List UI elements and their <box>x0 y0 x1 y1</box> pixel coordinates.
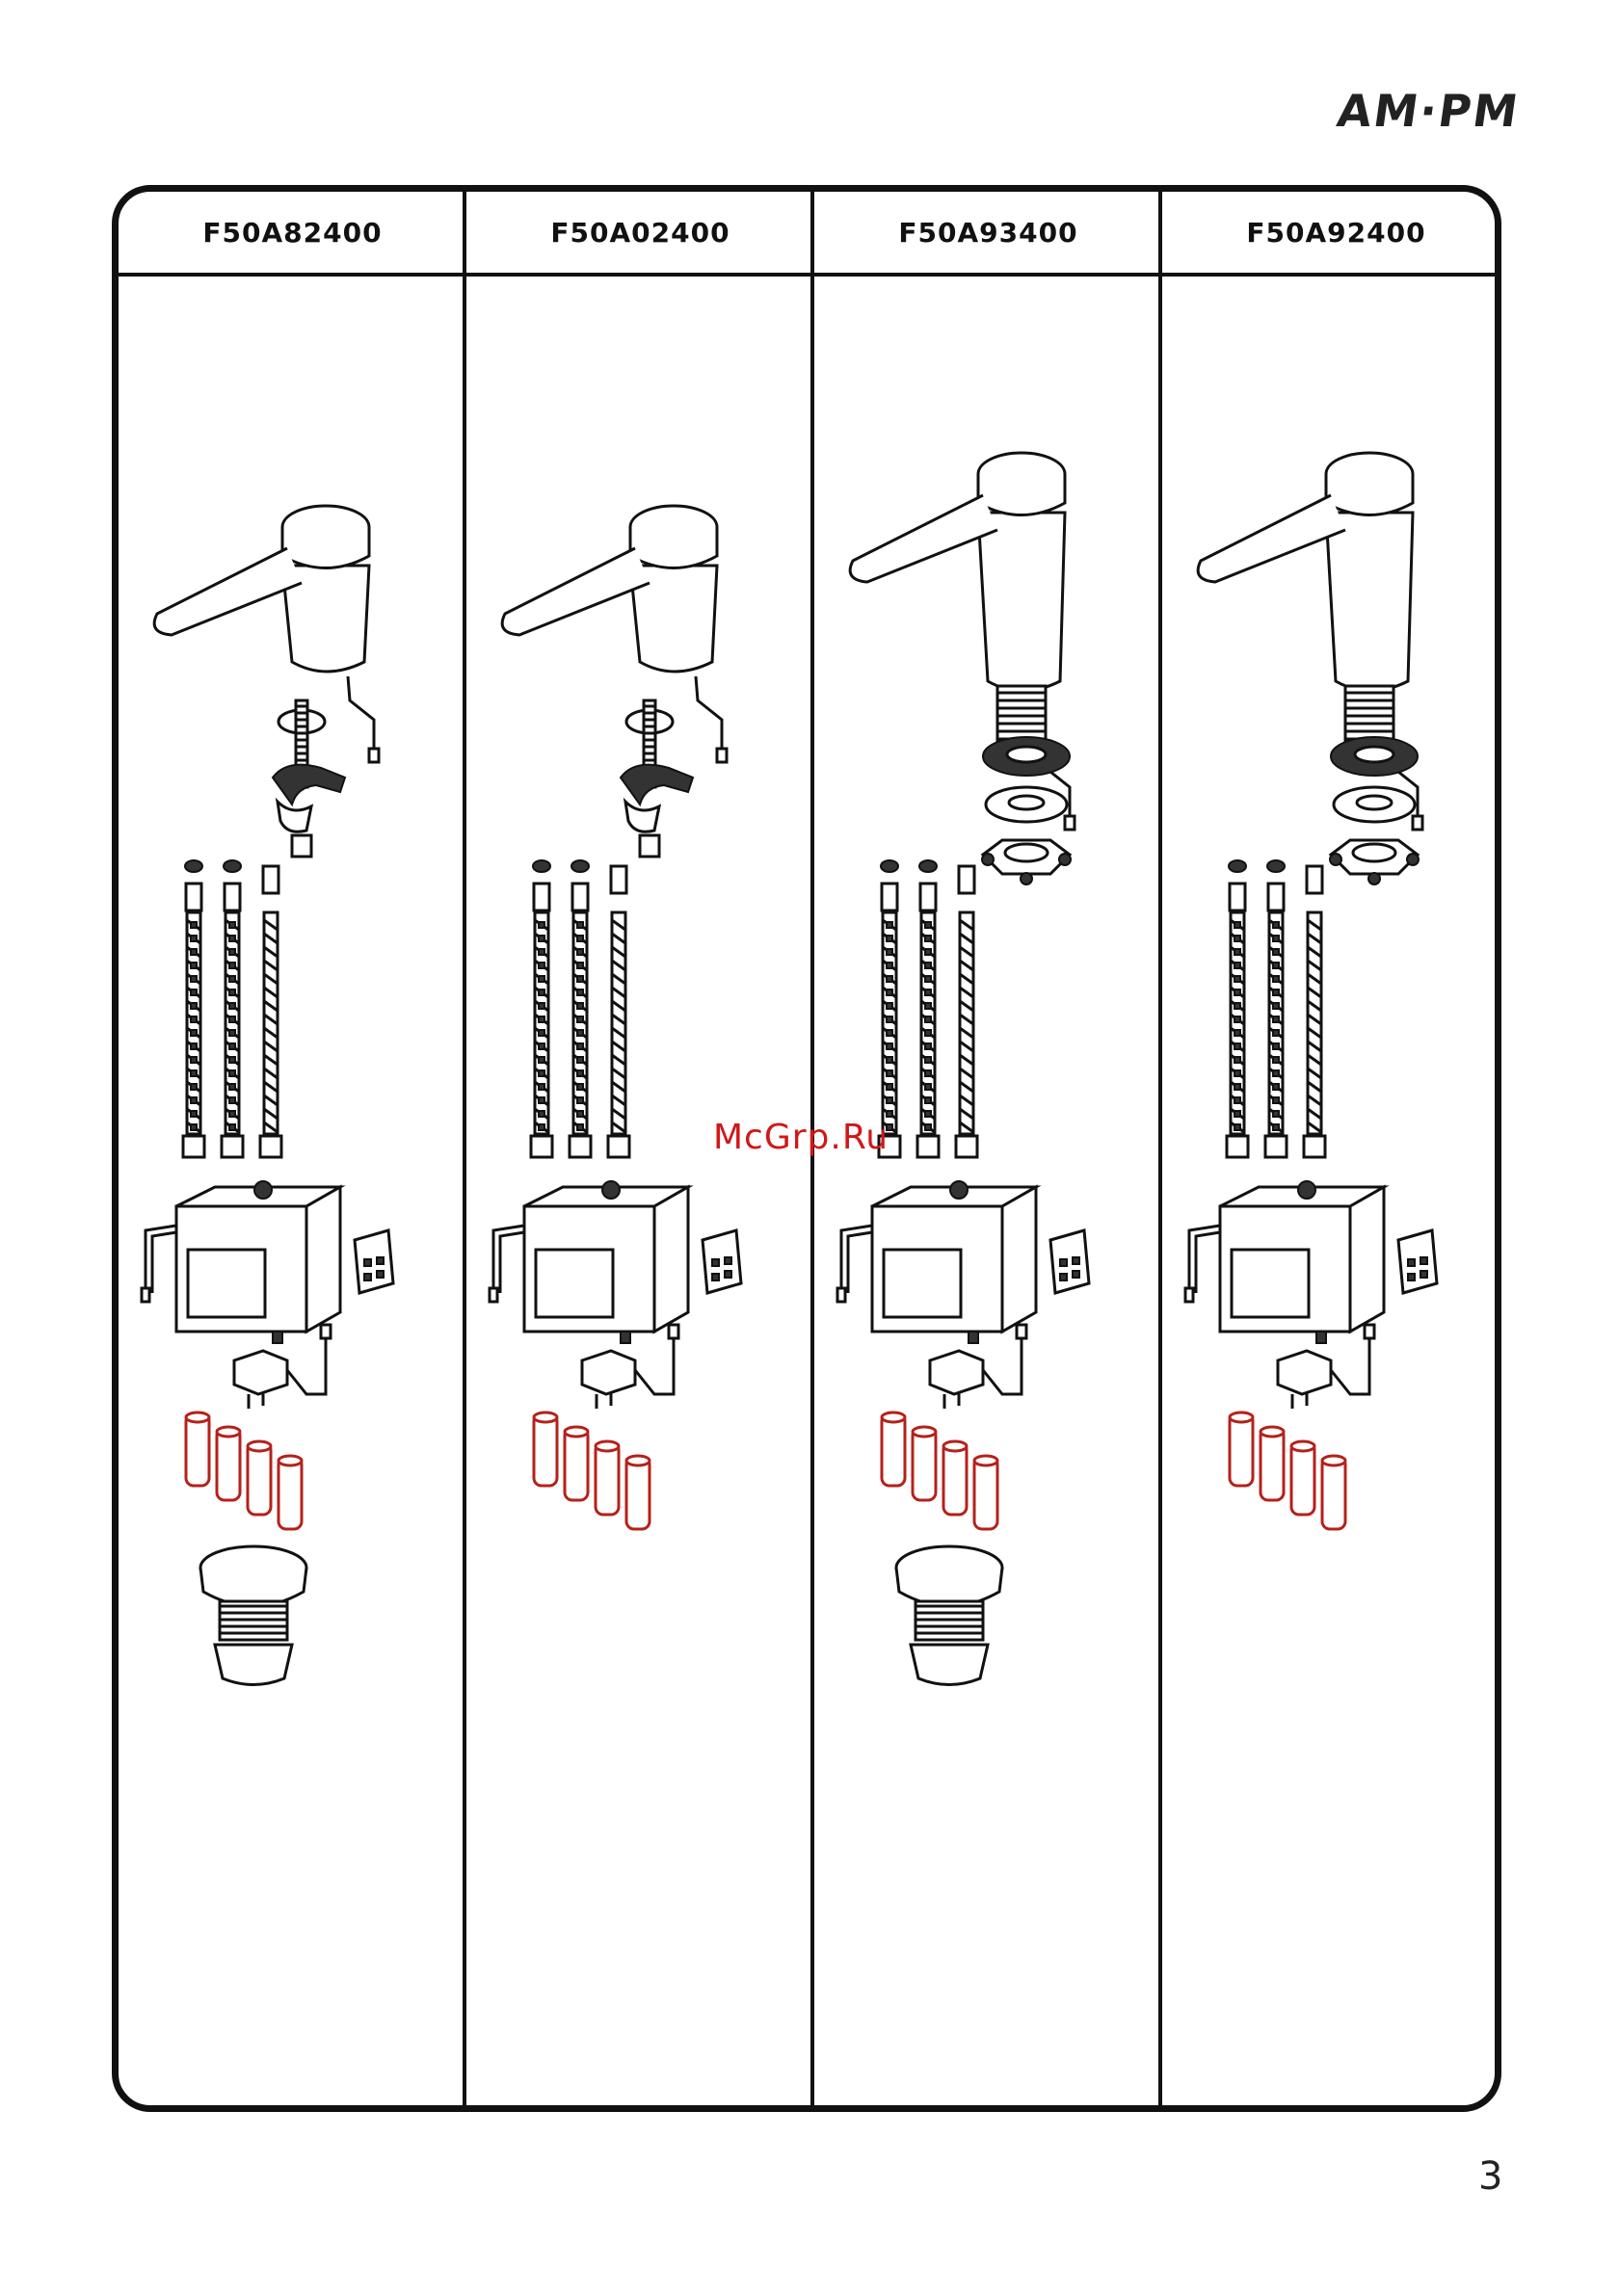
control-box-illustration <box>142 1181 393 1343</box>
column-header-4: F50A92400 <box>1162 192 1501 273</box>
batteries-illustration <box>534 1412 650 1529</box>
hoses-illustration <box>531 860 629 1157</box>
batteries-illustration <box>186 1412 302 1529</box>
column-header-2: F50A02400 <box>466 192 814 273</box>
hoses-illustration <box>879 860 977 1157</box>
batteries-illustration <box>1230 1412 1345 1529</box>
faucet-illustration <box>154 506 379 762</box>
stud-mount-illustration <box>273 700 345 857</box>
faucet-illustration <box>502 506 727 762</box>
flange-mount-illustration <box>1330 737 1419 884</box>
table-header-row: F50A82400 F50A02400 F50A93400 F50A92400 <box>119 192 1495 277</box>
parts-drawing <box>1162 277 1501 2112</box>
brand-logo: AM·PM <box>1334 85 1523 137</box>
column-parts-3 <box>814 277 1162 2112</box>
flange-mount-illustration <box>982 737 1071 884</box>
control-box-illustration <box>490 1181 741 1343</box>
batteries-illustration <box>882 1412 997 1529</box>
parts-drawing <box>814 277 1162 2112</box>
page-number: 3 <box>1478 2154 1502 2199</box>
column-parts-4 <box>1162 277 1501 2112</box>
stud-mount-illustration <box>621 700 693 857</box>
parts-drawing <box>466 277 814 2112</box>
control-box-illustration <box>1185 1181 1437 1343</box>
column-parts-1 <box>119 277 466 2112</box>
watermark: McGrp.Ru <box>713 1118 889 1157</box>
drain-illustration <box>896 1546 1002 1685</box>
column-header-1: F50A82400 <box>119 192 466 273</box>
drain-illustration <box>200 1546 306 1685</box>
column-header-3: F50A93400 <box>814 192 1162 273</box>
hoses-illustration <box>183 860 281 1157</box>
column-parts-2 <box>466 277 814 2112</box>
hoses-illustration <box>1227 860 1325 1157</box>
parts-drawing <box>119 277 466 2112</box>
control-box-illustration <box>837 1181 1089 1343</box>
